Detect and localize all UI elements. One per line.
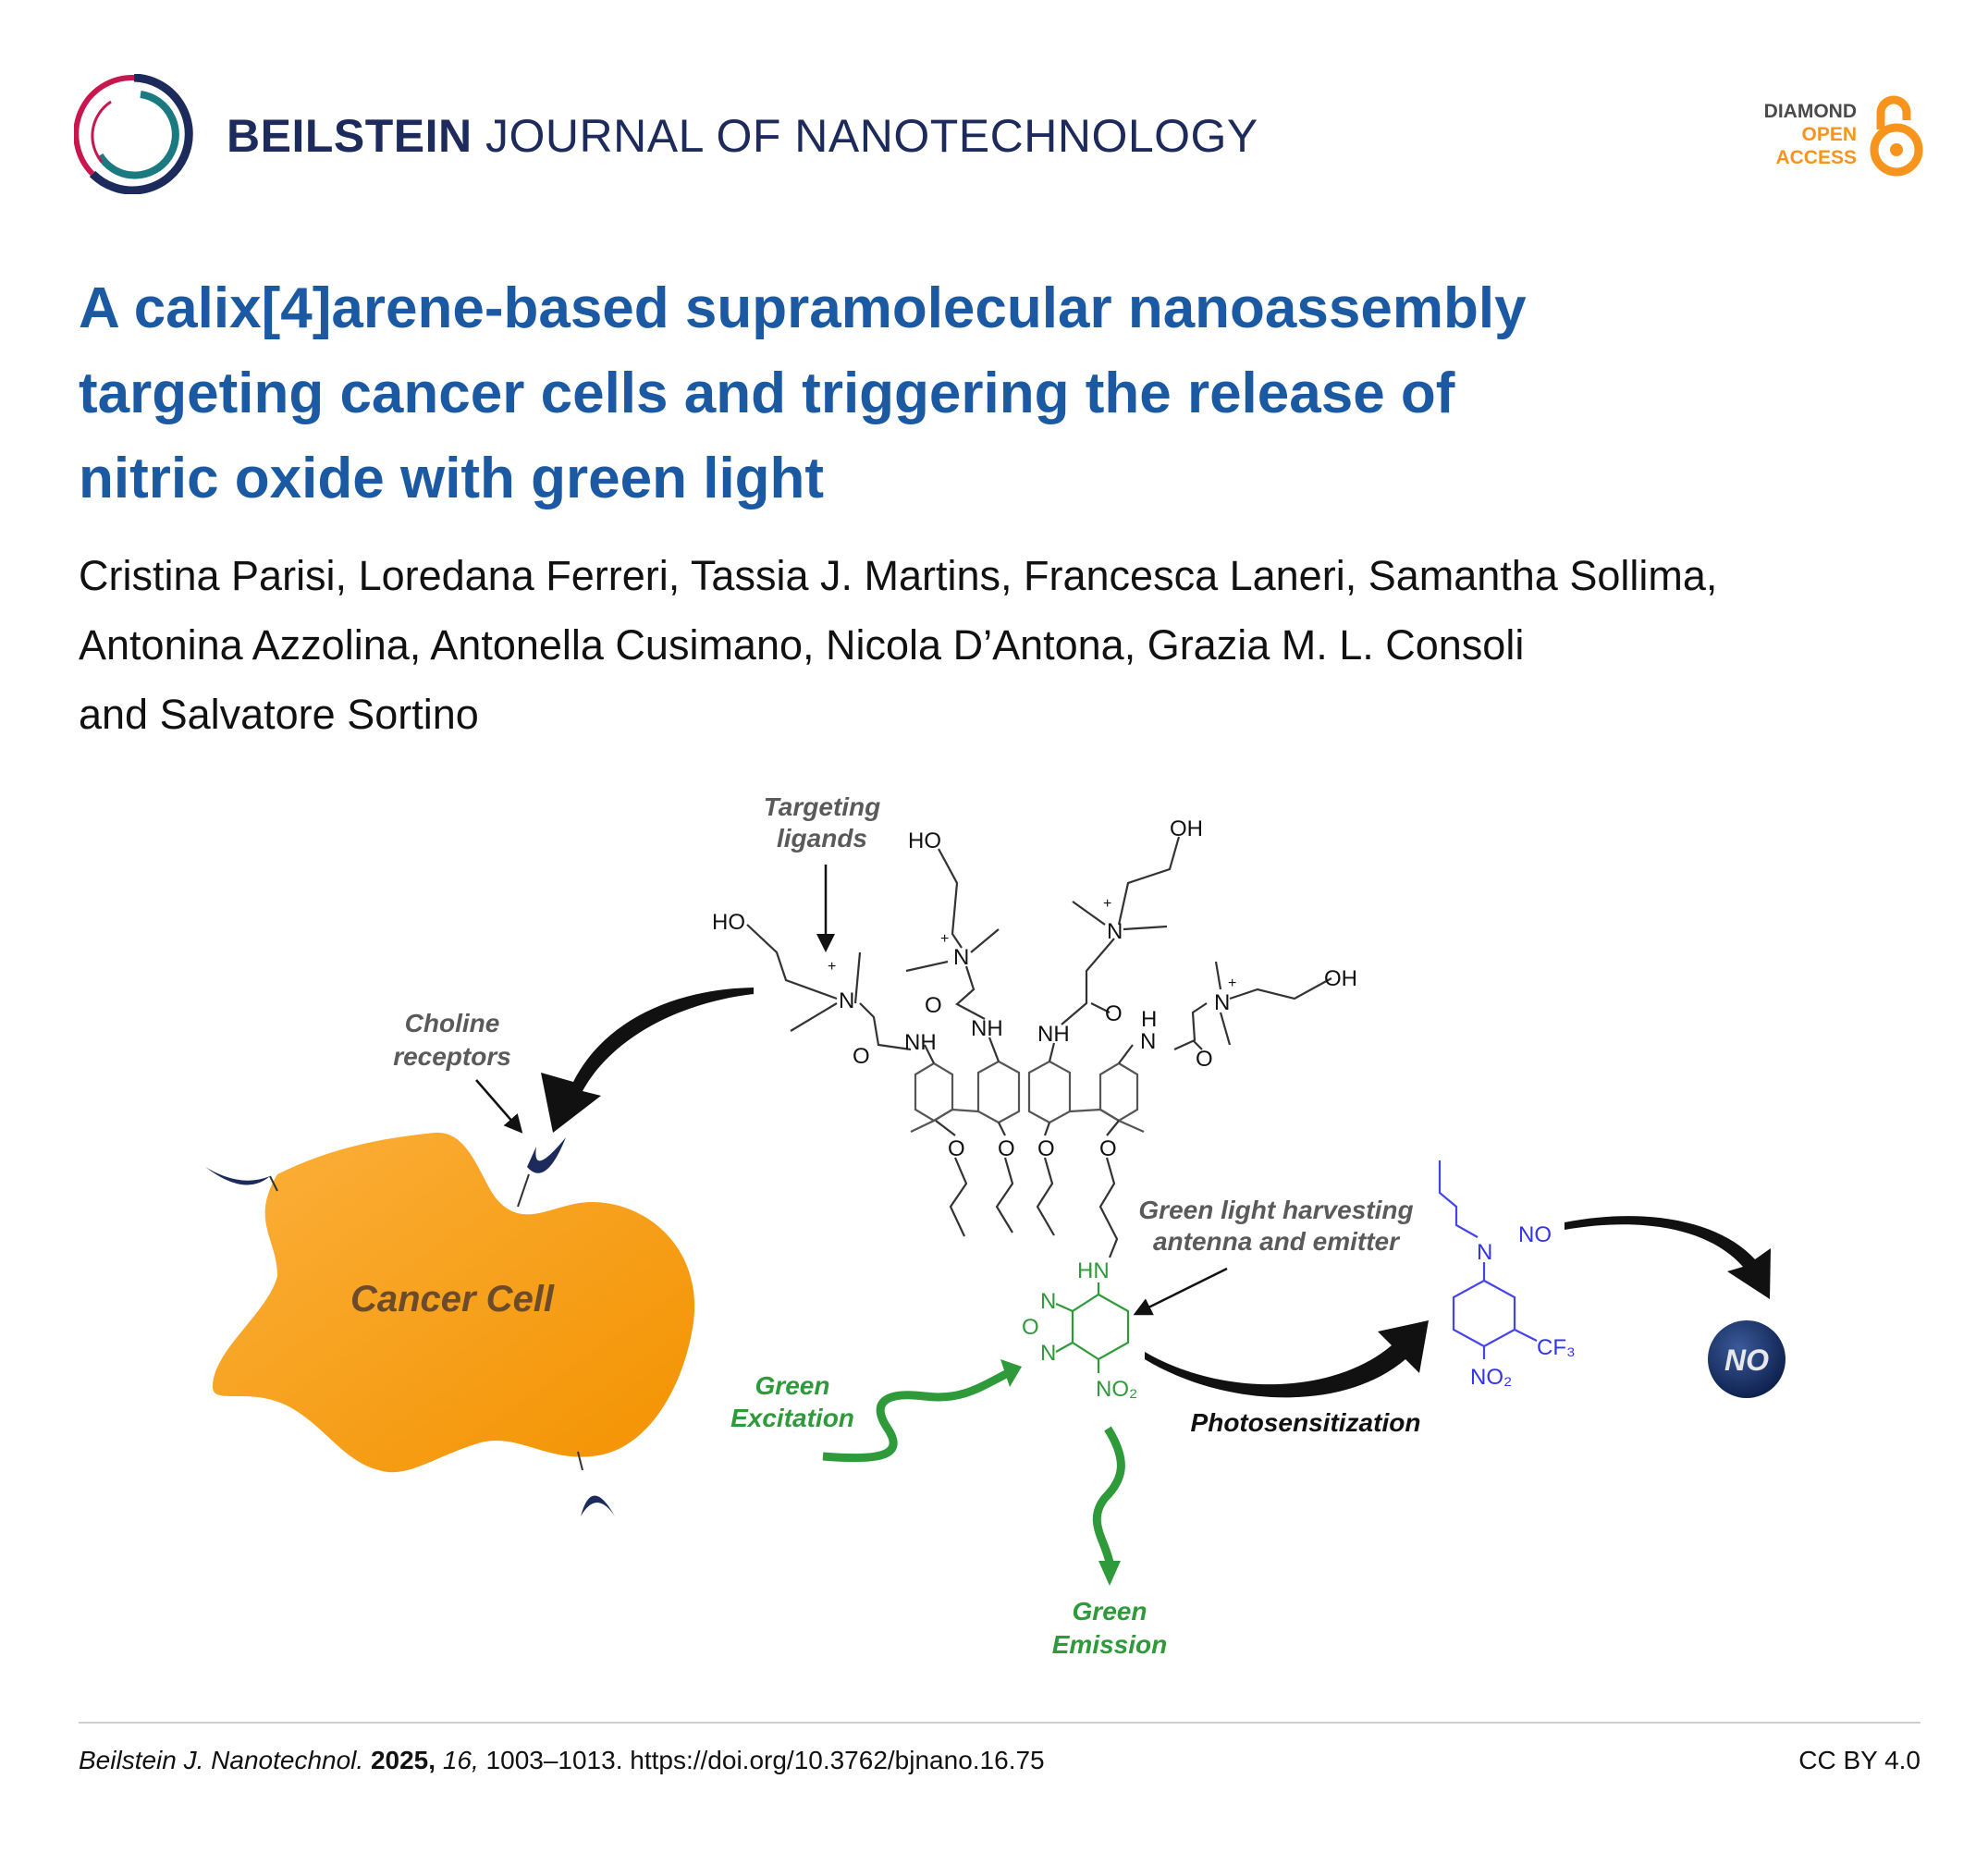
atom-label: NO (1518, 1222, 1552, 1247)
diamond-open-access-badge: DIAMOND OPEN ACCESS (1764, 100, 1857, 169)
excitation-label: Green (755, 1371, 830, 1400)
atom-label: OH (1324, 966, 1357, 991)
antenna-pointer-arrow (1133, 1267, 1228, 1316)
atom-label: O (1022, 1315, 1039, 1340)
atom-label: CF₃ (1537, 1335, 1576, 1360)
atom-label: NO₂ (1470, 1365, 1512, 1390)
atom-label: OH (1170, 816, 1203, 841)
atom-label: + (828, 959, 836, 975)
beilstein-logo-icon (74, 74, 193, 194)
article-title: A calix[4]arene-based supramolecular nan… (79, 266, 1835, 522)
cancer-cell-label: Cancer Cell (350, 1279, 555, 1319)
choline-receptor-icon (205, 1167, 278, 1192)
green-excitation-wave-icon (822, 1368, 1011, 1463)
atom-label: NH (904, 1030, 937, 1055)
no-release-arrow (1565, 1216, 1771, 1299)
atom-label: + (1228, 976, 1236, 991)
journal-name: BEILSTEIN JOURNAL OF NANOTECHNOLOGY (227, 109, 1258, 163)
nitric-oxide-ball-icon (1708, 1320, 1786, 1398)
atom-label: NH (971, 1016, 1003, 1041)
author-line: Cristina Parisi, Loredana Ferreri, Tassi… (79, 552, 1718, 599)
atom-label: + (940, 931, 949, 947)
oa-access: ACCESS (1775, 147, 1857, 168)
atom-label: N (839, 988, 854, 1013)
title-line: A calix[4]arene-based supramolecular nan… (79, 276, 1527, 340)
targeting-curved-arrow (541, 988, 754, 1133)
choline-label: Choline (405, 1009, 500, 1037)
atom-label: O (925, 993, 942, 1018)
atom-label: N (1214, 990, 1230, 1015)
citation-year: 2025, (370, 1746, 436, 1774)
choline-receptor-icon (517, 1137, 566, 1208)
atom-label: O (998, 1136, 1015, 1161)
atom-label: + (1103, 896, 1111, 912)
emission-label: Green (1073, 1597, 1147, 1626)
photosensitization-arrow (1145, 1320, 1429, 1398)
oa-open: OPEN (1801, 124, 1857, 145)
emission-label-2: Emission (1052, 1630, 1167, 1659)
citation-volume: 16, (442, 1746, 479, 1774)
author-list: Cristina Parisi, Loredana Ferreri, Tassi… (79, 541, 1717, 749)
atom-label: O (1037, 1136, 1055, 1161)
atom-label: N (1040, 1341, 1056, 1366)
author-line: and Salvatore Sortino (79, 691, 479, 738)
cancer-cell-shape (213, 1132, 695, 1473)
no-donor-structure: N NO CF₃ NO₂ (1438, 1160, 1576, 1390)
title-line: nitric oxide with green light (79, 447, 825, 510)
atom-label: NO₂ (1096, 1377, 1137, 1402)
atom-label: O (948, 1136, 965, 1161)
ligands-label: ligands (777, 824, 867, 853)
atom-label: HO (712, 910, 745, 935)
atom-label: NH (1037, 1022, 1070, 1047)
atom-label: O (1105, 1001, 1123, 1026)
atom-label: N (1140, 1029, 1156, 1054)
atom-label: O (1099, 1136, 1117, 1161)
nbd-antenna-structure: HN N O N NO₂ (1022, 1258, 1137, 1402)
atom-label: N (1040, 1289, 1056, 1314)
title-line: targeting cancer cells and triggering th… (79, 362, 1455, 425)
emitter-label: antenna and emitter (1153, 1227, 1401, 1256)
footer-divider (79, 1722, 1921, 1724)
author-line: Antonina Azzolina, Antonella Cusimano, N… (79, 621, 1525, 669)
atom-label: HN (1077, 1258, 1110, 1283)
journal-name-rest: JOURNAL OF NANOTECHNOLOGY (472, 110, 1258, 162)
choline-receptor-icon (577, 1451, 615, 1516)
atom-label: O (853, 1044, 870, 1069)
calixarene-structure (746, 836, 1332, 1258)
atom-label: N (1477, 1240, 1492, 1265)
atom-label: O (1196, 1047, 1213, 1072)
calixarene-atom-labels: HO N + HO N + OH N + OH N + O NH NH O H … (712, 816, 1357, 1161)
open-lock-icon (1870, 95, 1923, 177)
oa-diamond: DIAMOND (1763, 101, 1857, 122)
atom-label: N (953, 945, 969, 970)
atom-label: N (1107, 919, 1123, 944)
excitation-label-2: Excitation (730, 1404, 854, 1432)
citation-journal: Beilstein J. Nanotechnol. (79, 1746, 364, 1774)
license-label: CC BY 4.0 (1798, 1746, 1921, 1774)
journal-name-bold: BEILSTEIN (227, 110, 472, 162)
antenna-label: Green light harvesting (1138, 1196, 1413, 1224)
atom-label: H (1141, 1007, 1157, 1032)
citation-doi-link[interactable]: 1003–1013. https://doi.org/10.3762/bjnan… (485, 1746, 1045, 1774)
receptor-pointer-arrow (475, 1079, 523, 1134)
no-ball-label: NO (1724, 1344, 1769, 1377)
citation: Beilstein J. Nanotechnol. 2025, 16, 1003… (79, 1746, 1045, 1775)
targeting-label: Targeting (764, 792, 881, 821)
receptors-label: receptors (393, 1042, 511, 1071)
photosensitization-label: Photosensitization (1191, 1408, 1421, 1437)
atom-label: HO (908, 828, 941, 853)
green-emission-wave-icon (1092, 1426, 1125, 1565)
